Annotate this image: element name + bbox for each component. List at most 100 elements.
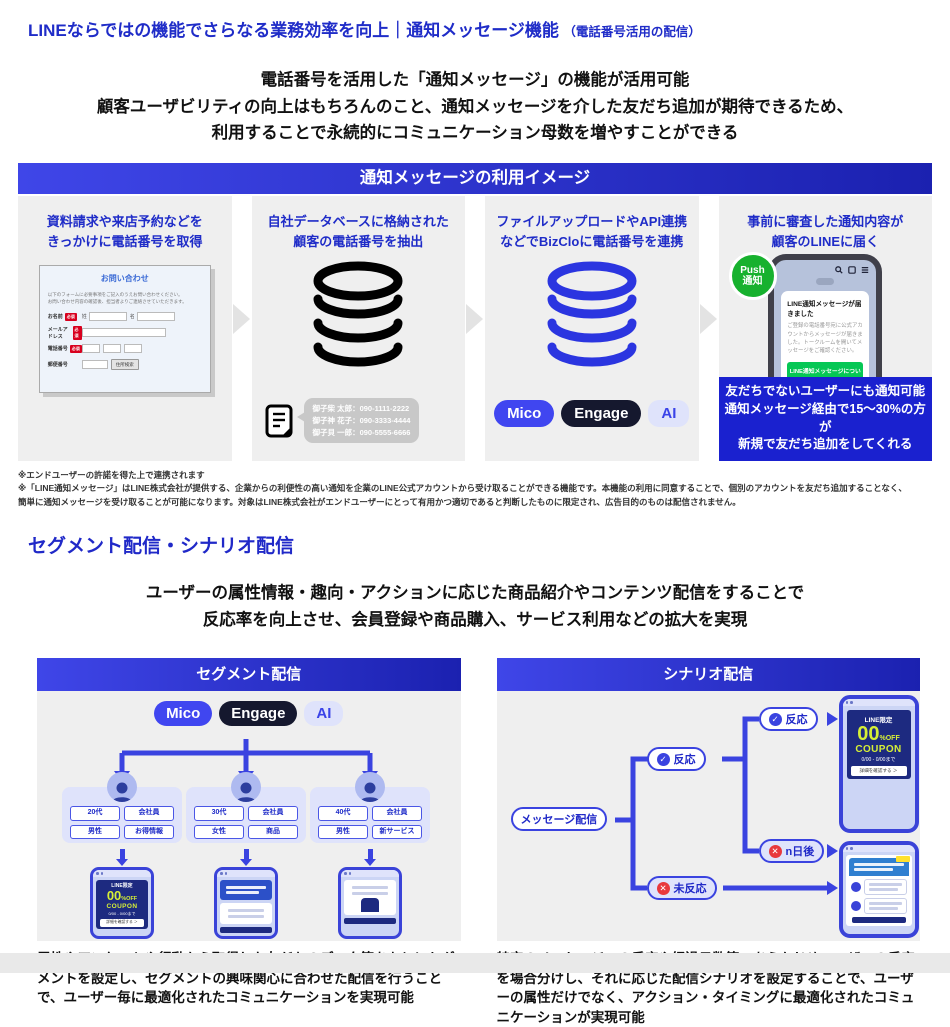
form-row-name: お名前 必須 姓 名 <box>48 312 202 322</box>
form-row-mail: メールアドレス 必須 <box>48 325 202 340</box>
section2-title: セグメント配信・シナリオ配信 <box>28 535 295 557</box>
message-card <box>344 880 396 916</box>
coupon-word: COUPON <box>855 744 902 756</box>
required-badge: 必須 <box>72 325 82 340</box>
coupon-number: 00%OFF <box>857 723 900 746</box>
persona-tags: 40代 会社員 男性 新サービス <box>310 787 430 839</box>
message-button <box>851 917 906 924</box>
timestamp-chip <box>816 278 835 286</box>
product-logos: Mico Engage AI <box>485 400 699 428</box>
mail-label: メールアドレス 必須 <box>48 325 82 340</box>
node-react-1: ✓ 反応 <box>646 747 706 772</box>
chevron-right-icon <box>232 304 250 335</box>
node-label: 未反応 <box>673 883 707 896</box>
tag: お得情報 <box>124 824 174 839</box>
testimonial-card <box>845 855 912 927</box>
coupon-number: 00%OFF <box>106 888 138 904</box>
message-button <box>220 927 272 934</box>
mico-logo: Mico <box>154 701 213 727</box>
tag: 商品 <box>248 824 298 839</box>
testimonial-row <box>849 879 909 896</box>
step-3-heading: ファイルアップロードやAPI連携 などでBizCloに電話番号を連携 <box>485 196 699 251</box>
phone-number-bubble: 御子柴 太郎：090-1111-2222 御子神 花子：090-3333-444… <box>296 398 420 444</box>
segment-phone-1: LINE限定 00%OFF COUPON 0/00 - 0/00まで 詳細を確認… <box>90 867 154 940</box>
segment-card-header: セグメント配信 <box>37 658 461 692</box>
segment-card-body: Mico Engage AI 20代 会社員 男性 お得情報 <box>37 691 461 942</box>
database-blue-icon <box>485 261 699 374</box>
tag: 20代 <box>70 806 120 821</box>
step-1-heading-line2: きっかけに電話番号を取得 <box>47 233 203 249</box>
lastname-label: 姓 <box>81 314 87 321</box>
benefit-line-2: 通知メッセージ経由で15〜30%の方が <box>724 401 926 434</box>
coupon-card: LINE限定 00%OFF COUPON 0/00 - 0/00まで 詳細を確認… <box>96 880 148 929</box>
tag: 30代 <box>194 806 244 821</box>
persona-card-3: 40代 会社員 男性 新サービス <box>310 772 430 844</box>
persona-tags: 20代 会社員 男性 お得情報 <box>62 787 182 839</box>
step-1-panel: 資料請求や来店予約などを きっかけに電話番号を取得 お問い合わせ 以下のフォーム… <box>18 196 232 462</box>
coupon-period: 0/00 - 0/00まで <box>861 757 896 764</box>
phone-header <box>842 845 915 853</box>
step-3-panel: ファイルアップロードやAPI連携 などでBizCloに電話番号を連携 Mico … <box>485 196 699 462</box>
step-3-heading-line2: などでBizCloに電話番号を連携 <box>500 233 684 249</box>
required-badge: 必須 <box>64 312 77 321</box>
avatar <box>850 901 861 912</box>
scenario-phone-coupon: LINE限定 00%OFF COUPON 0/00 - 0/00まで 詳細を確認… <box>838 695 919 834</box>
intro-line-2: 顧客ユーザビリティの向上はもちろんのこと、通知メッセージを介した友だち追加が期待… <box>96 97 854 116</box>
step-2-heading-line1: 自社データベースに格納された <box>267 214 449 230</box>
step-4-heading: 事前に審査した通知内容が 顧客のLINEに届く <box>719 196 933 251</box>
step-gap <box>698 196 719 462</box>
tag: 会社員 <box>372 806 422 821</box>
step-gap <box>231 196 252 462</box>
persona-card-1: 20代 会社員 男性 お得情報 <box>62 772 182 844</box>
notification-title: LINE通知メッセージが届きました <box>787 301 862 319</box>
intro-line-1: 電話番号を活用した「通知メッセージ」の機能が活用可能 <box>260 71 690 89</box>
product-logos: Mico Engage AI <box>37 701 461 727</box>
step-1-heading-line1: 資料請求や来店予約などを <box>46 214 203 230</box>
contact-line-1: 御子柴 太郎：090-1111-2222 <box>312 404 410 414</box>
zip-search-button: 住所検索 <box>110 359 139 371</box>
section2-intro: ユーザーの属性情報・趣向・アクションに応じた商品紹介やコンテンツ配信をすることで… <box>0 580 950 634</box>
phone-header <box>93 870 151 878</box>
node-label: メッセージ配信 <box>520 814 598 827</box>
tel-field-1 <box>81 344 100 354</box>
tel-field-2 <box>102 344 121 354</box>
campaign-ribbon <box>895 856 910 863</box>
coupon-brand: LINE限定 <box>864 717 893 725</box>
zip-field <box>81 360 108 370</box>
ai-logo: AI <box>304 701 344 727</box>
name-label: お名前 必須 <box>48 312 82 321</box>
extracted-contacts: 御子柴 太郎：090-1111-2222 御子神 花子：090-3333-444… <box>264 398 420 444</box>
flow-connectors <box>614 712 838 896</box>
persona-card-2: 30代 会社員 女性 商品 <box>186 772 306 844</box>
contact-line-2: 御子神 花子：090-3333-4444 <box>312 415 411 425</box>
step-2-panel: 自社データベースに格納された 顧客の電話番号を抽出 御子柴 太郎：090-111… <box>251 196 466 462</box>
intro-line-3: 利用することで永続的にコミュニケーション母数を増やすことができる <box>211 124 739 143</box>
scenario-card-header: シナリオ配信 <box>496 658 920 692</box>
segment-phone-2 <box>214 867 278 940</box>
persona-tags: 30代 会社員 女性 商品 <box>186 787 306 839</box>
tel-label-text: 電話番号 <box>47 346 68 353</box>
step-3-heading-line1: ファイルアップロードやAPI連携 <box>496 214 688 230</box>
tag: 新サービス <box>372 824 422 839</box>
node-n-days: ✕ n日後 <box>758 839 825 864</box>
check-icon: ✓ <box>656 752 670 766</box>
tag: 男性 <box>318 824 368 839</box>
database-icon <box>252 261 466 374</box>
page-title-sub: （電話番号活用の配信） <box>563 25 701 39</box>
form-note-line2: お問い合わせ内容の確認後、担当者よりご連絡させていただきます。 <box>47 299 187 305</box>
scenario-card-body: メッセージ配信 ✓ 反応 ✓ 反応 ✕ n日後 ✕ 未反応 LINE限定 <box>496 691 920 942</box>
message-button <box>344 918 396 925</box>
step-4-heading-line1: 事前に審査した通知内容が <box>747 214 904 230</box>
page-title: LINEならではの機能でさらなる業務効率を向上｜通知メッセージ機能 （電話番号活… <box>0 0 950 41</box>
coupon-word: COUPON <box>106 902 138 910</box>
push-badge-line2: 通知 <box>742 276 763 288</box>
engage-logo: Engage <box>561 400 642 428</box>
firstname-label: 名 <box>129 314 135 321</box>
cross-icon: ✕ <box>768 844 782 858</box>
step-gap <box>465 196 485 462</box>
step-4-heading-line2: 顧客のLINEに届く <box>771 233 880 249</box>
node-no-react: ✕ 未反応 <box>646 876 717 901</box>
step-2-heading-line2: 顧客の電話番号を抽出 <box>293 233 424 249</box>
message-card <box>220 903 272 925</box>
step-2-heading: 自社データベースに格納された 顧客の電話番号を抽出 <box>252 196 466 251</box>
